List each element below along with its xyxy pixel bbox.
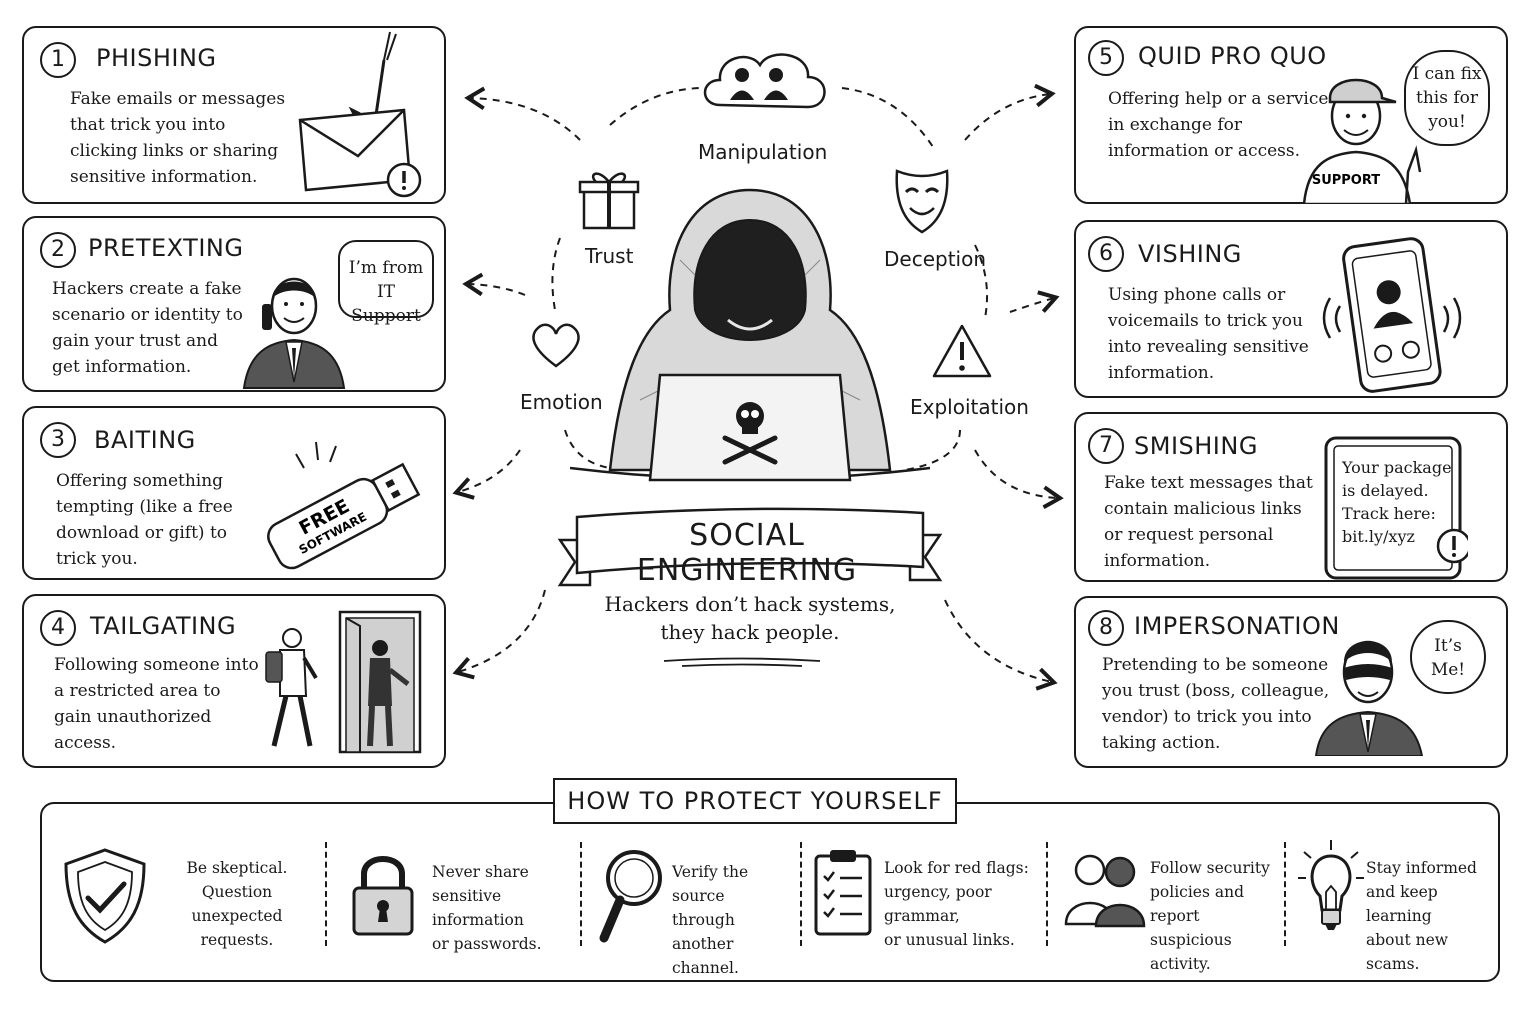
tip-item: Never share sensitive information or pas… <box>348 830 576 960</box>
attack-card-quid-pro-quo: 5 QUID PRO QUO Offering help or a servic… <box>1074 26 1508 204</box>
card-number: 3 <box>40 422 76 458</box>
concept-deception: Deception <box>884 247 987 271</box>
card-description: Fake emails or messages that trick you i… <box>70 89 286 187</box>
tailgating-door-icon <box>265 610 422 754</box>
attack-card-tailgating: 4 TAILGATING Following someone into a re… <box>22 594 446 768</box>
heart-icon <box>532 323 580 368</box>
card-description: Offering something tempting (like a free… <box>56 471 233 569</box>
tip-text: Be skeptical. Question unexpected reques… <box>186 859 288 949</box>
tip-text: Verify the source through another channe… <box>672 863 749 977</box>
card-number: 8 <box>1088 610 1124 646</box>
divider <box>1046 842 1048 946</box>
card-number: 6 <box>1088 236 1124 272</box>
card-title: PHISHING <box>96 44 217 72</box>
card-number: 7 <box>1088 428 1124 464</box>
gift-icon <box>578 172 640 230</box>
clipboard-checklist-icon <box>814 850 872 936</box>
concept-trust: Trust <box>585 244 634 268</box>
phone-call-icon <box>1322 237 1462 393</box>
card-title: QUID PRO QUO <box>1138 42 1327 70</box>
card-title: SMISHING <box>1134 432 1258 460</box>
card-description: Hackers create a fake scenario or identi… <box>52 279 243 377</box>
people-icon <box>1064 854 1146 928</box>
card-description: Following someone into a restricted area… <box>54 655 259 753</box>
card-number: 5 <box>1088 40 1124 76</box>
attack-card-baiting: 3 BAITING Offering something tempting (l… <box>22 406 446 580</box>
card-number: 2 <box>40 232 76 268</box>
tip-text: Never share sensitive information or pas… <box>432 863 542 953</box>
envelope-hook-icon <box>298 31 422 198</box>
speech-bubble: I’m from IT Support <box>338 240 434 326</box>
support-worker-icon: SUPPORT <box>1302 78 1422 204</box>
attack-card-smishing: 7 SMISHING Fake text messages that conta… <box>1074 412 1508 582</box>
tip-text: Look for red flags: urgency, poor gramma… <box>884 859 1029 949</box>
tip-text: Follow security policies and report susp… <box>1150 859 1270 973</box>
card-description: Pretending to be someone you trust (boss… <box>1102 655 1330 753</box>
speech-bubble: It’s Me! <box>1410 620 1486 694</box>
people-cloud-icon <box>703 53 826 109</box>
hacker-illustration <box>570 188 930 482</box>
speech-bubble: I can fix this for you! <box>1404 50 1490 146</box>
protect-title: HOW TO PROTECT YOURSELF <box>553 778 957 824</box>
tip-item: Stay informed and keep learning about ne… <box>1296 830 1492 973</box>
center-tagline: Hackers don’t hack systems, they hack pe… <box>604 592 896 644</box>
sms-message: Your package is delayed. Track here: bit… <box>1342 458 1452 546</box>
card-description: Offering help or a service in exchange f… <box>1108 89 1329 161</box>
attack-card-pretexting: 2 PRETEXTING Hackers create a fake scena… <box>22 216 446 392</box>
tip-item: Verify the source through another channe… <box>598 830 798 977</box>
shirt-label: SUPPORT <box>1312 173 1380 188</box>
divider <box>325 842 327 946</box>
lightbulb-icon <box>1298 840 1364 930</box>
tip-text: Stay informed and keep learning about ne… <box>1366 859 1477 973</box>
center-title: SOCIAL ENGINEERING <box>636 518 858 588</box>
padlock-icon <box>352 856 414 936</box>
title-ribbon <box>557 507 943 587</box>
card-title: TAILGATING <box>90 612 237 640</box>
attack-card-impersonation: 8 IMPERSONATION Pretending to be someone… <box>1074 596 1508 768</box>
divider <box>580 842 582 946</box>
divider <box>800 842 802 946</box>
card-description: Fake text messages that contain maliciou… <box>1104 473 1313 571</box>
tip-item: Follow security policies and report susp… <box>1062 830 1284 973</box>
magnifier-icon <box>599 850 662 943</box>
businessman-phone-icon <box>242 277 346 389</box>
tip-item: Be skeptical. Question unexpected reques… <box>60 830 320 960</box>
card-title: BAITING <box>94 426 196 454</box>
theater-mask-icon <box>895 169 949 234</box>
card-title: IMPERSONATION <box>1134 612 1340 640</box>
card-title: VISHING <box>1138 240 1242 268</box>
tagline-underline <box>663 657 821 667</box>
card-description: Using phone calls or voicemails to trick… <box>1108 285 1309 383</box>
concept-emotion: Emotion <box>520 390 603 414</box>
shield-check-icon <box>64 848 146 944</box>
phone-sms-frame <box>1324 436 1468 580</box>
attack-card-vishing: 6 VISHING Using phone calls or voicemail… <box>1074 220 1508 398</box>
usb-drive-icon: FREE SOFTWARE <box>267 441 421 570</box>
concept-exploitation: Exploitation <box>910 395 1029 419</box>
concept-manipulation: Manipulation <box>698 140 828 164</box>
card-number: 1 <box>40 42 76 78</box>
divider <box>1284 842 1286 946</box>
attack-card-phishing: 1 PHISHING Fake emails or messages that … <box>22 26 446 204</box>
tip-item: Look for red flags: urgency, poor gramma… <box>812 830 1044 960</box>
card-title: PRETEXTING <box>88 234 244 262</box>
card-number: 4 <box>40 610 76 646</box>
warning-triangle-icon <box>932 324 992 378</box>
masked-man-icon <box>1314 640 1424 756</box>
